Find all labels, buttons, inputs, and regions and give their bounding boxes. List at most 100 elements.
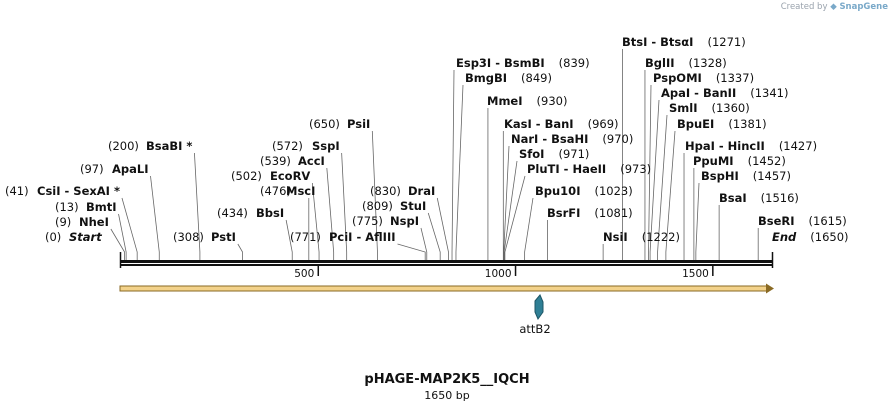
site-name: BtsI - BtsαI (622, 35, 693, 49)
site-connector (194, 152, 201, 260)
site-name: BspHI (701, 169, 739, 183)
backbone-top-strand (120, 260, 773, 263)
site-position: (1650) (810, 230, 848, 244)
site-connector (150, 175, 160, 260)
site-position: (1271) (707, 35, 745, 49)
site-name: PluTI - HaeII (527, 162, 606, 176)
site-name: End (772, 230, 797, 244)
site-connector (420, 227, 428, 260)
site-name: HpaI - HincII (685, 139, 765, 153)
site-name: DraI (408, 184, 435, 198)
site-position: (434) (217, 206, 248, 220)
scale-tick-label: 1000 (485, 268, 512, 280)
site-position: (1341) (750, 86, 788, 100)
site-connector (311, 182, 320, 260)
site-position: (809) (362, 199, 393, 213)
site-name: NheI (79, 215, 109, 229)
site-name: SmlI (669, 101, 698, 115)
scale-tick-label: 500 (294, 268, 314, 280)
site-name: Esp3I - BsmBI (456, 56, 545, 70)
site-position: (308) (173, 230, 204, 244)
site-position: (971) (558, 147, 589, 161)
site-position: (839) (559, 56, 590, 70)
site-connector (524, 197, 534, 260)
site-name: NsiI (603, 230, 628, 244)
restriction-site-labels: Start(0)NheI(9)BmtI(13)CsiI - SexAI *(41… (5, 35, 849, 244)
site-name: AccI (298, 154, 325, 168)
orf-arrowhead (766, 283, 774, 294)
site-name: EcoRV (270, 169, 310, 183)
credit-text: Created by ◆ SnapGene (781, 2, 888, 12)
site-position: (1615) (809, 214, 847, 228)
orf-bar (119, 285, 769, 292)
site-position: (1328) (689, 56, 727, 70)
site-connector (451, 69, 455, 260)
site-name: Bpu10I (535, 184, 580, 198)
site-name: PpuMI (693, 154, 734, 168)
site-name: KasI - BanI (504, 117, 574, 131)
site-name: BbsI (256, 206, 284, 220)
site-position: (200) (108, 139, 139, 153)
site-position: (41) (5, 184, 29, 198)
site-connector (118, 213, 127, 260)
site-connector (504, 175, 526, 260)
site-position: (9) (55, 215, 71, 229)
site-position: (969) (588, 117, 619, 131)
site-position: (1427) (779, 139, 817, 153)
site-name: BglII (645, 56, 675, 70)
site-connector (455, 84, 464, 260)
orf-arrow (119, 283, 774, 294)
site-connector (657, 114, 668, 260)
site-position: (930) (537, 94, 568, 108)
site-name: NarI - BsaHI (511, 132, 588, 146)
site-connector (237, 243, 243, 260)
attb2-feature: attB2 (519, 294, 551, 336)
scale-tick-label: 1500 (682, 268, 709, 280)
site-position: (1337) (716, 71, 754, 85)
dna-backbone (119, 252, 774, 268)
site-position: (1381) (728, 117, 766, 131)
site-name: ApaLI (112, 162, 149, 176)
site-position: (973) (620, 162, 651, 176)
site-name: BsaI (719, 191, 747, 205)
site-connector (649, 99, 660, 260)
site-connector (110, 228, 125, 260)
site-position: (650) (309, 117, 340, 131)
site-position: (771) (290, 230, 321, 244)
site-name: BmgBI (465, 71, 507, 85)
site-connector (695, 182, 700, 260)
site-connector (503, 160, 518, 260)
site-connector-lines (110, 49, 759, 260)
site-name: BsaBI * (146, 139, 192, 153)
site-connector (371, 130, 378, 260)
site-position: (1457) (753, 169, 791, 183)
site-connector (121, 197, 138, 260)
site-connector (648, 84, 652, 260)
scale-ticks: 500 1000 1500 (294, 266, 714, 280)
site-name: NspI (390, 214, 419, 228)
site-name: MmeI (487, 94, 523, 108)
map-title: pHAGE-MAP2K5__IQCH (364, 372, 530, 387)
site-position: (1516) (761, 191, 799, 205)
site-position: (572) (272, 139, 303, 153)
site-position: (775) (352, 214, 383, 228)
site-name: StuI (400, 199, 426, 213)
site-connector (665, 130, 676, 260)
site-connector (397, 243, 426, 260)
credit-prefix: Created by (780, 2, 828, 12)
site-name: BmtI (86, 200, 117, 214)
site-name: PciI - AflIII (329, 230, 396, 244)
site-name: PstI (211, 230, 236, 244)
site-position: (1452) (748, 154, 786, 168)
site-position: (13) (55, 200, 79, 214)
site-position: (1081) (594, 206, 632, 220)
site-name: Start (69, 230, 102, 244)
site-position: (830) (370, 184, 401, 198)
credit-brand: SnapGene (839, 2, 888, 12)
site-connector (326, 167, 335, 260)
site-name: MscI (286, 184, 315, 198)
site-position: (1023) (594, 184, 632, 198)
site-name: BpuEI (677, 117, 714, 131)
site-connector (341, 152, 348, 260)
